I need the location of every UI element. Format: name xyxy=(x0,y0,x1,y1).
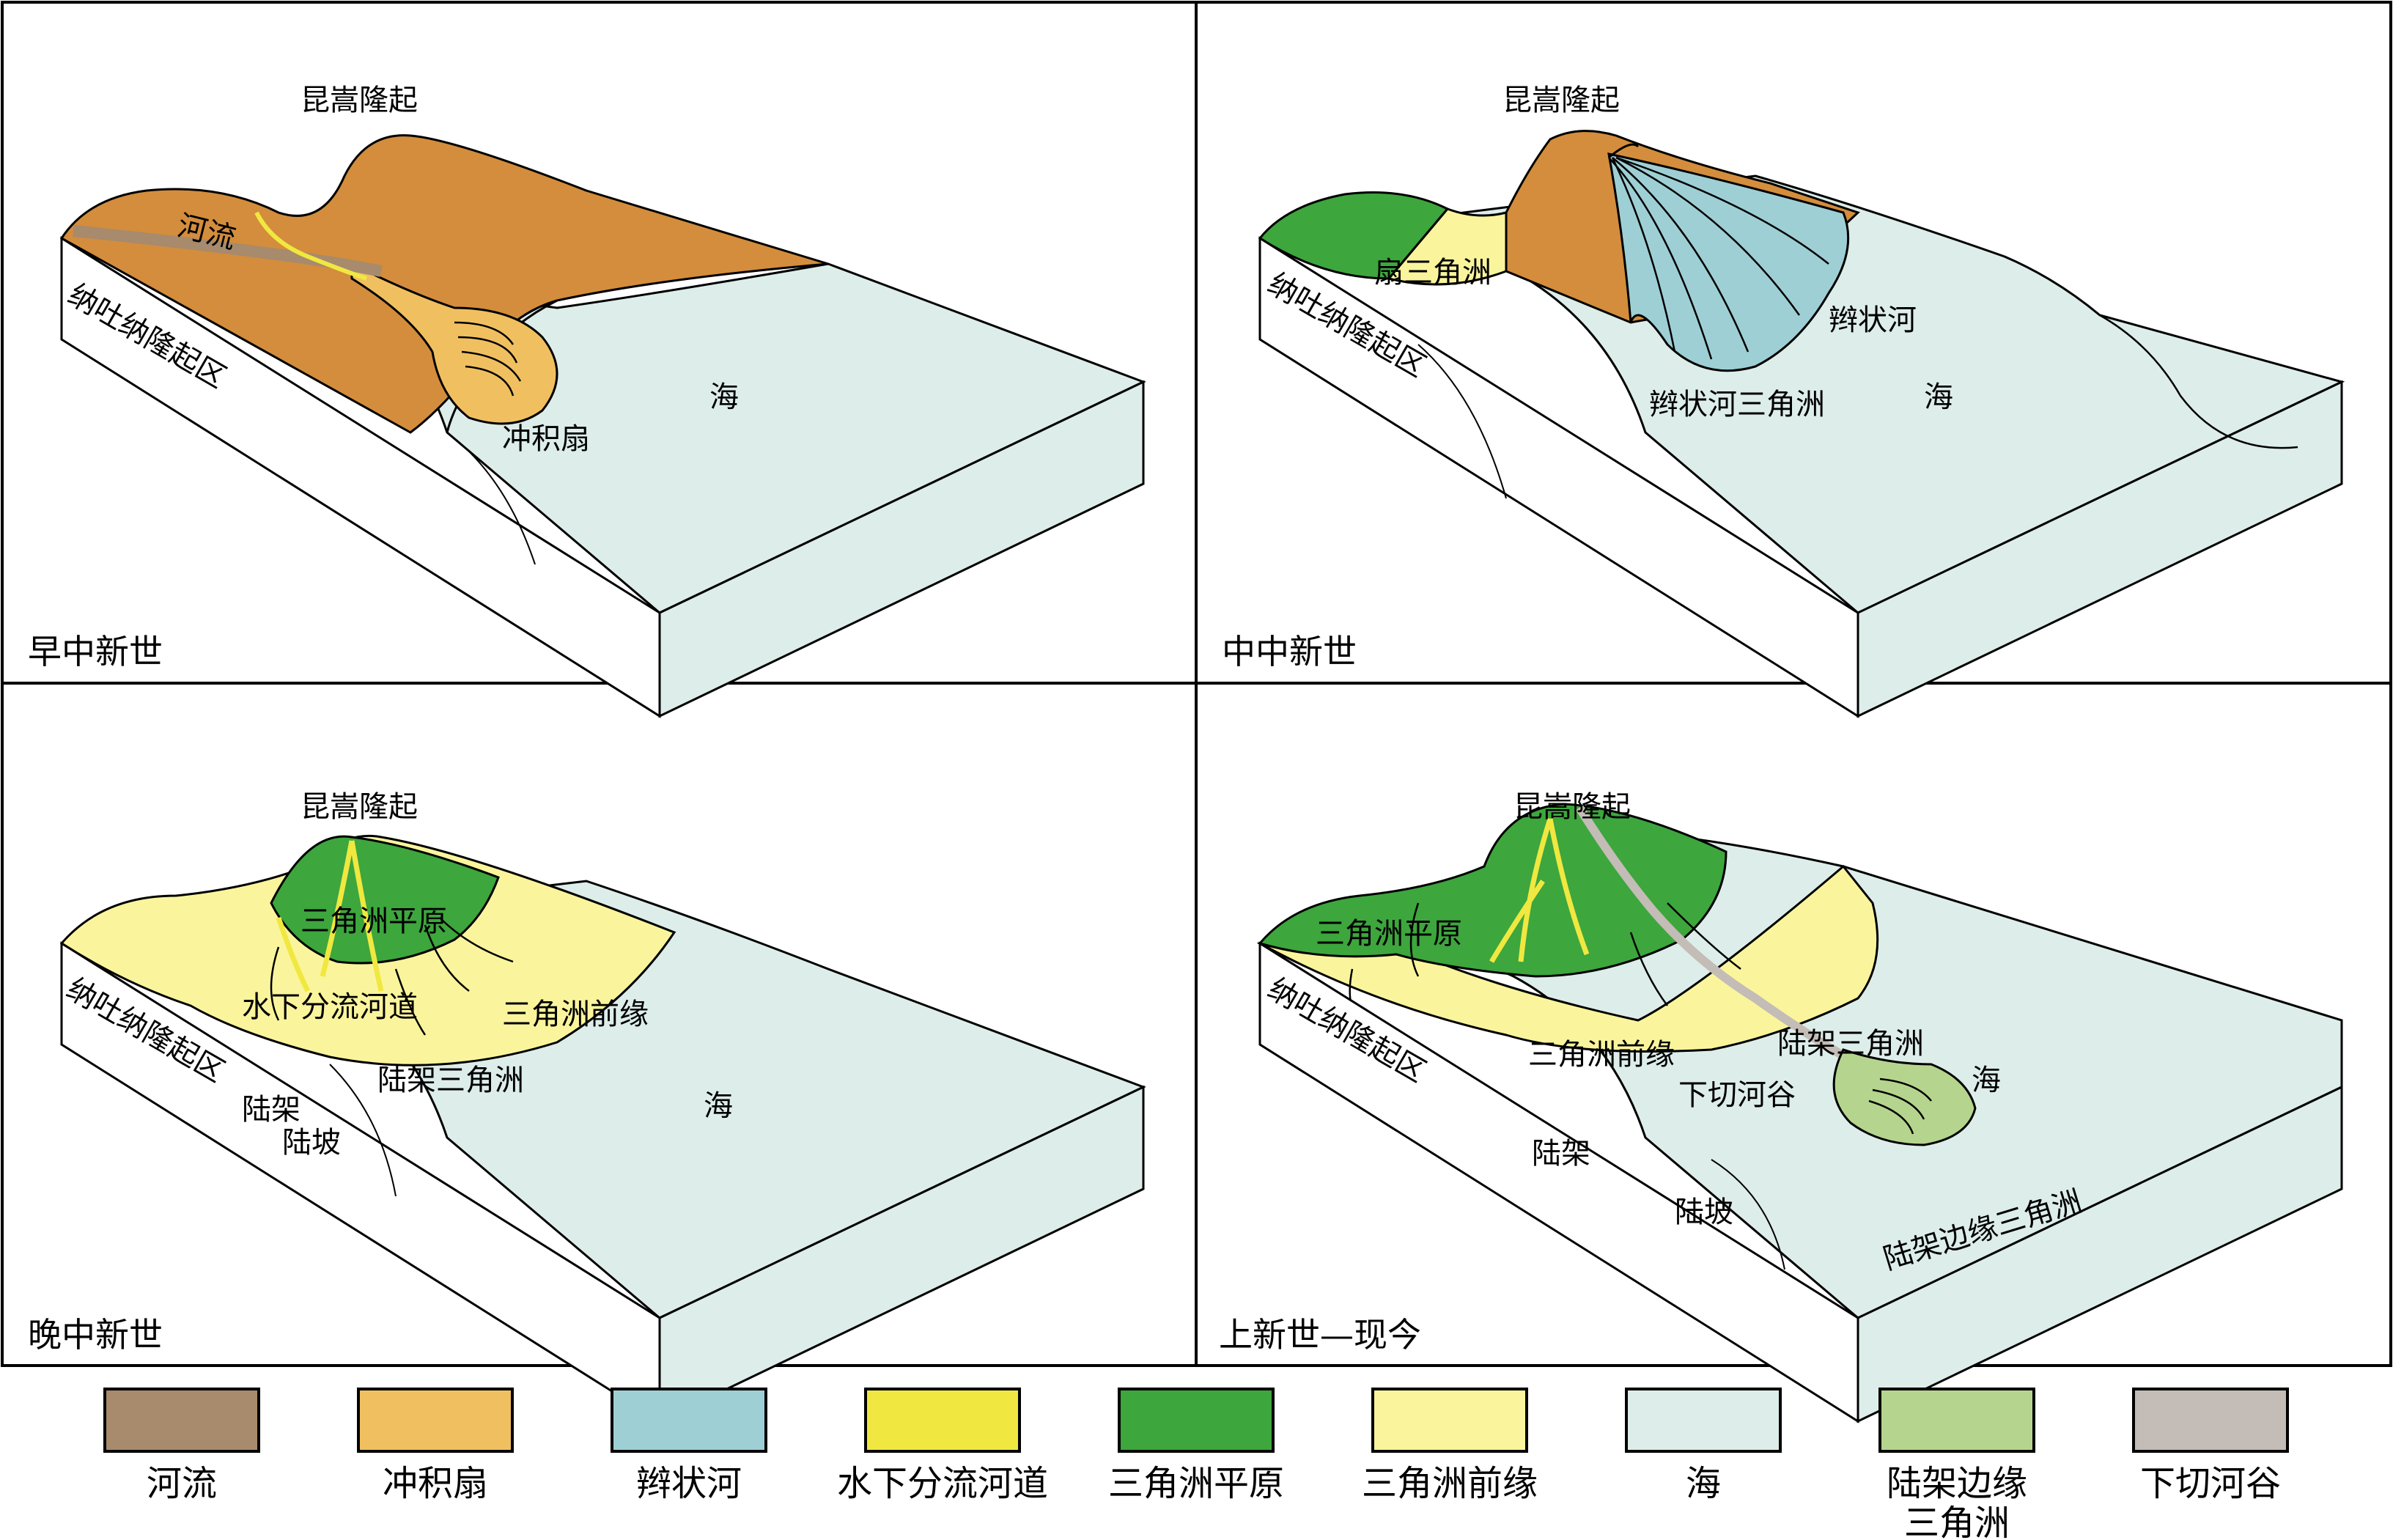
label-braided: 辫状河 xyxy=(1829,303,1917,337)
legend-label-7: 陆架边缘 xyxy=(1887,1463,2027,1504)
legend-swatch-8 xyxy=(2132,1388,2289,1453)
label-sea: 海 xyxy=(709,380,739,414)
label-valley: 下切河谷 xyxy=(1678,1078,1796,1112)
legend-swatch-0 xyxy=(103,1388,260,1453)
label-braided-delta: 辫状河三角洲 xyxy=(1649,388,1825,421)
label-channel: 水下分流河道 xyxy=(242,990,418,1024)
legend-swatch-7 xyxy=(1878,1388,2035,1453)
legend: 河流 冲积扇 辫状河 水下分流河道 三角洲平原 三角洲前缘 海 陆架边缘三角洲 下切河谷 xyxy=(103,1388,2289,1540)
legend-label-5: 三角洲前缘 xyxy=(1362,1463,1538,1504)
legend-label-3: 水下分流河道 xyxy=(837,1463,1048,1504)
legend-swatch-6 xyxy=(1625,1388,1782,1453)
label-uplift: 昆嵩隆起 xyxy=(300,84,418,117)
legend-swatch-5 xyxy=(1371,1388,1528,1453)
incised-valley xyxy=(1575,805,1860,1069)
label-delta-plain: 三角洲平原 xyxy=(1316,917,1462,951)
era-label: 中中新世 xyxy=(1222,632,1357,671)
legend-swatch-4 xyxy=(1118,1388,1275,1453)
legend-label-6: 海 xyxy=(1686,1463,1721,1504)
braided-delta xyxy=(1607,152,1850,372)
label-fan-delta: 扇三角洲 xyxy=(1374,256,1492,290)
legend-label-2: 辫状河 xyxy=(636,1463,742,1504)
label-fan: 冲积扇 xyxy=(502,422,590,456)
legend-label-4: 三角洲平原 xyxy=(1108,1463,1284,1504)
margin-delta xyxy=(1832,1048,1977,1146)
fan-delta xyxy=(1387,207,1508,286)
label-delta-front: 三角洲前缘 xyxy=(502,998,649,1031)
label-delta-plain: 三角洲平原 xyxy=(300,905,447,938)
label-shelf-delta: 陆架三角洲 xyxy=(377,1064,524,1097)
panel-grid xyxy=(1,1,2392,1367)
label-uplift: 昆嵩隆起 xyxy=(300,790,418,824)
label-delta-front: 三角洲前缘 xyxy=(1528,1038,1675,1072)
legend-swatch-2 xyxy=(611,1388,767,1453)
delta-front xyxy=(1256,864,1879,1053)
label-uplift: 昆嵩隆起 xyxy=(1502,84,1620,117)
delta-plain xyxy=(270,835,500,965)
label-sea: 海 xyxy=(1972,1064,2001,1097)
label-shelf: 陆架 xyxy=(1532,1137,1590,1171)
legend-label-7-line2: 三角洲 xyxy=(1904,1503,2010,1540)
era-label: 晚中新世 xyxy=(28,1315,163,1355)
label-shelf: 陆架 xyxy=(242,1093,300,1127)
label-sea: 海 xyxy=(1924,380,1953,414)
legend-label-0: 河流 xyxy=(147,1463,217,1504)
legend-swatch-3 xyxy=(864,1388,1021,1453)
channel xyxy=(276,840,384,992)
legend-label-8: 下切河谷 xyxy=(2140,1463,2281,1504)
label-shelf-delta: 陆架三角洲 xyxy=(1777,1027,1924,1061)
legend-label-1: 冲积扇 xyxy=(383,1463,488,1504)
label-uplift: 昆嵩隆起 xyxy=(1513,790,1631,824)
river xyxy=(73,225,383,277)
label-slope: 陆坡 xyxy=(282,1126,341,1160)
panel-late-miocene: 昆嵩隆起 纳吐纳隆起区 三角洲平原 水下分流河道 三角洲前缘 陆架三角洲 陆架 … xyxy=(28,790,1146,1423)
label-slope: 陆坡 xyxy=(1675,1195,1733,1229)
delta-plain xyxy=(1258,191,1450,280)
legend-swatch-1 xyxy=(357,1388,514,1453)
era-label: 早中新世 xyxy=(28,632,163,671)
label-sea: 海 xyxy=(704,1089,733,1123)
panel-middle-miocene: 昆嵩隆起 纳吐纳隆起区 扇三角洲 辫状河 辫状河三角洲 海 中中新世 xyxy=(1222,84,2345,718)
panel-early-miocene: 昆嵩隆起 纳吐纳隆起区 河流 冲积扇 海 早中新世 xyxy=(28,84,1146,718)
era-label: 上新世—现今 xyxy=(1219,1315,1421,1355)
channel xyxy=(1489,817,1590,963)
panel-pliocene-present: 昆嵩隆起 纳吐纳隆起区 三角洲平原 三角洲前缘 陆架三角洲 下切河谷 陆架 陆坡… xyxy=(1219,790,2343,1423)
